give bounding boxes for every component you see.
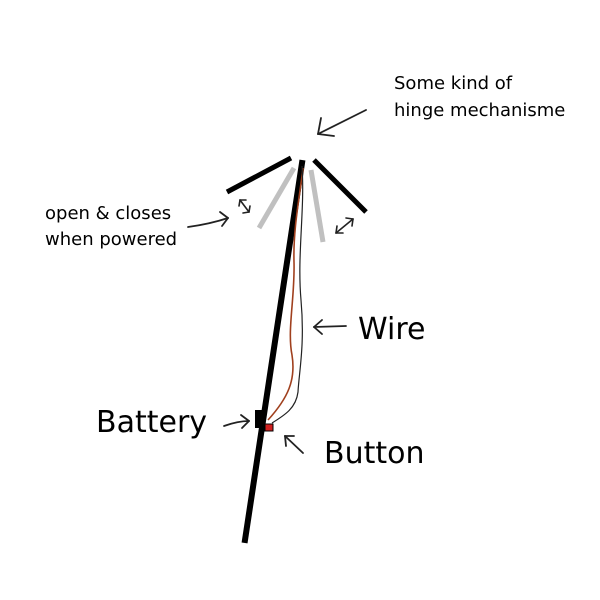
button-dot — [264, 423, 274, 432]
label-open-line2: when powered — [45, 229, 177, 250]
left-flap-closed — [225, 155, 293, 195]
battery-block — [255, 410, 265, 428]
wire-arrow — [313, 319, 347, 335]
open-close-arrow — [187, 211, 229, 228]
red-wire — [267, 167, 304, 421]
battery-arrow — [223, 414, 250, 429]
left-motion-double-arrow — [238, 199, 251, 214]
label-battery: Battery — [96, 405, 207, 440]
label-hinge-line2: hinge mechanisme — [394, 100, 565, 121]
label-open-line1: open & closes — [45, 203, 171, 224]
label-hinge-line1: Some kind of — [394, 73, 513, 94]
pole — [241, 159, 306, 544]
right-flap-closed — [312, 158, 368, 214]
black-wire — [271, 165, 304, 424]
button-arrow — [284, 435, 304, 454]
right-flap-open — [308, 169, 326, 243]
label-wire: Wire — [358, 312, 425, 347]
left-flap-open — [256, 166, 297, 230]
right-motion-double-arrow — [335, 217, 354, 234]
label-button: Button — [324, 436, 425, 471]
hinge-arrow — [317, 109, 367, 137]
